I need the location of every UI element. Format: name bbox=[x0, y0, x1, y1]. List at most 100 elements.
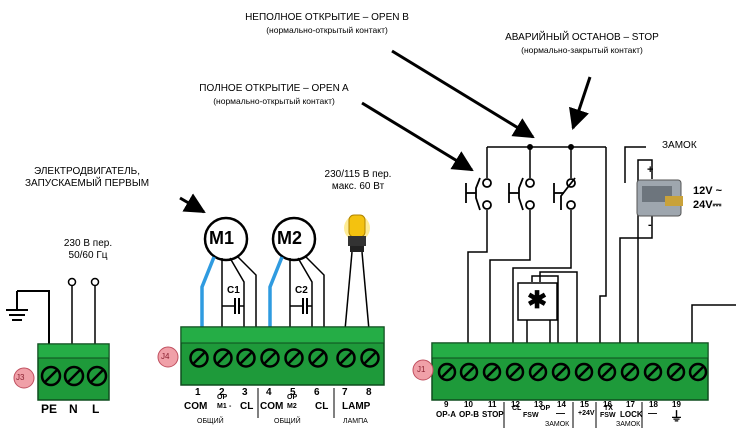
j4-num-8: 8 bbox=[366, 387, 372, 398]
j4-group-lamp: ЛАМПА bbox=[343, 418, 368, 425]
j1-label-stop: STOP bbox=[482, 410, 504, 419]
j4-op-m1-top: OP bbox=[217, 394, 228, 401]
j1-group-lock-1: ЗАМОК bbox=[545, 421, 570, 428]
power-frequency: 50/60 Гц bbox=[68, 250, 108, 261]
open-a-subtitle: (нормально-открытый контакт) bbox=[213, 96, 335, 106]
blue-wires bbox=[200, 256, 284, 330]
annotation-lock: ЗАМОК bbox=[662, 140, 697, 151]
annotation-power: 230 В пер. 50/60 Гц bbox=[48, 238, 128, 262]
annotation-motor-first: ЭЛЕКТРОДВИГАТЕЛЬ, ЗАПУСКАЕМЫЙ ПЕРВЫМ bbox=[12, 166, 162, 190]
j1-num-9: 9 bbox=[444, 400, 449, 409]
j4-label-com-1: COM bbox=[184, 401, 208, 412]
j3-power-section bbox=[6, 277, 110, 401]
j1-label-tx: TX bbox=[604, 405, 613, 412]
j1-label-fsw-1: FSW bbox=[523, 412, 539, 419]
j4-label-lamp: LAMP bbox=[342, 401, 371, 412]
power-voltage: 230 В пер. bbox=[63, 238, 113, 249]
j1-num-16: 16 bbox=[603, 400, 612, 409]
j1-label-op: OP bbox=[540, 405, 551, 412]
motor-m2-label: M2 bbox=[277, 228, 303, 248]
j4-badge bbox=[157, 346, 179, 368]
lock-minus: - bbox=[648, 219, 652, 231]
arrow-motor-first bbox=[179, 193, 206, 214]
motor-first-line2: ЗАПУСКАЕМЫЙ ПЕРВЫМ bbox=[24, 178, 150, 189]
j4-num-2: 2 bbox=[219, 387, 225, 398]
open-b-subtitle: (нормально-открытый контакт) bbox=[266, 25, 388, 35]
j4-badge-label: J4 bbox=[161, 352, 170, 361]
j1-badge bbox=[412, 359, 434, 381]
annotation-open-a: ПОЛНОЕ ОТКРЫТИЕ – OPEN A (нормально-откр… bbox=[184, 83, 364, 107]
j1-badge-label: J1 bbox=[417, 365, 426, 374]
open-b-title: НЕПОЛНОЕ ОТКРЫТИЕ – OPEN B bbox=[245, 12, 409, 23]
j1-num-15: 15 bbox=[580, 400, 589, 409]
j3-terminal-pe: PE bbox=[41, 402, 58, 416]
j4-num-4: 4 bbox=[266, 387, 272, 398]
j1-num-10: 10 bbox=[464, 400, 473, 409]
annotation-arrows bbox=[179, 49, 592, 214]
arrow-open-b bbox=[391, 49, 535, 139]
annotation-lamp: 230/115 В пер. макс. 60 Вт bbox=[308, 169, 408, 193]
j4-label-cl-1: CL bbox=[240, 401, 254, 412]
lock-24v: 24V⎓ bbox=[693, 199, 722, 211]
motor-m1-label: M1 bbox=[209, 228, 235, 248]
electric-lock-icon bbox=[636, 179, 683, 217]
j1-label-fsw-2: FSW bbox=[600, 412, 616, 419]
flashing-lamp-icon bbox=[344, 214, 370, 331]
annotation-open-b: НЕПОЛНОЕ ОТКРЫТИЕ – OPEN B (нормально-от… bbox=[232, 12, 422, 36]
motor-first-line1: ЭЛЕКТРОДВИГАТЕЛЬ, bbox=[34, 166, 140, 177]
motor-m1-icon bbox=[203, 216, 249, 262]
j4-label-com-2: COM bbox=[260, 401, 284, 412]
j1-label-op-b: OP-B bbox=[459, 410, 479, 419]
lamp-power: макс. 60 Вт bbox=[331, 181, 385, 192]
j1-num-17: 17 bbox=[626, 400, 635, 409]
j4-num-3: 3 bbox=[242, 387, 248, 398]
j3-badge-label: J3 bbox=[16, 373, 25, 382]
photocell-symbol: ✱ bbox=[527, 287, 548, 314]
stop-title: АВАРИЙНЫЙ ОСТАНОВ – STOP bbox=[505, 32, 659, 43]
j1-num-12: 12 bbox=[511, 400, 520, 409]
earth-icon bbox=[6, 290, 50, 346]
push-button-open-a-icon bbox=[465, 177, 492, 211]
j1-label-24v: +24V bbox=[578, 410, 595, 417]
push-button-open-b-icon bbox=[508, 177, 535, 211]
arrow-open-a bbox=[361, 101, 474, 172]
j1-num-19: 19 bbox=[672, 400, 681, 409]
j3-terminal-l: L bbox=[92, 402, 100, 416]
j1-num-18: 18 bbox=[649, 400, 658, 409]
j1-num-14: 14 bbox=[557, 400, 566, 409]
j4-num-6: 6 bbox=[314, 387, 320, 398]
push-button-stop-icon bbox=[553, 177, 576, 210]
j1-label-minus-18: — bbox=[648, 408, 657, 418]
j4-label-m2: M2 bbox=[287, 403, 297, 410]
j4-minus: - bbox=[229, 403, 232, 410]
j4-group-common-1: ОБЩИЙ bbox=[197, 418, 224, 425]
arrow-stop bbox=[569, 76, 592, 130]
j1-control-section bbox=[412, 144, 736, 428]
j1-num-13: 13 bbox=[534, 400, 543, 409]
annotation-stop: АВАРИЙНЫЙ ОСТАНОВ – STOP (нормально-закр… bbox=[492, 32, 672, 56]
j3-terminal-n: N bbox=[69, 402, 78, 416]
stop-subtitle: (нормально-закрытый контакт) bbox=[521, 45, 643, 55]
open-a-title: ПОЛНОЕ ОТКРЫТИЕ – OPEN A bbox=[199, 83, 349, 94]
j4-num-7: 7 bbox=[342, 387, 348, 398]
j4-num-5: 5 bbox=[290, 387, 296, 398]
j4-label-m1: M1 bbox=[217, 403, 227, 410]
j4-group-common-2: ОБЩИЙ bbox=[274, 418, 301, 425]
j4-label-cl-2: CL bbox=[315, 401, 329, 412]
j1-label-cl: CL bbox=[512, 405, 522, 412]
lock-12v: 12V ~ bbox=[693, 185, 723, 197]
j4-op-m2-top: OP bbox=[287, 394, 298, 401]
j1-label-ground: ⏚ bbox=[670, 409, 684, 424]
j4-num-1: 1 bbox=[195, 387, 201, 398]
j3-badge bbox=[13, 367, 35, 389]
j1-label-minus-14: — bbox=[556, 408, 565, 418]
motor-m2-icon bbox=[271, 216, 317, 262]
photocell-box bbox=[517, 282, 558, 321]
lamp-voltage: 230/115 В пер. bbox=[324, 169, 392, 180]
j1-label-op-a: OP-A bbox=[436, 410, 456, 419]
j4-motor-section bbox=[157, 214, 385, 418]
j1-label-lock: LOCK bbox=[620, 410, 643, 419]
capacitor-c2-label: C2 bbox=[295, 285, 308, 296]
capacitor-c1-label: C1 bbox=[227, 285, 240, 296]
